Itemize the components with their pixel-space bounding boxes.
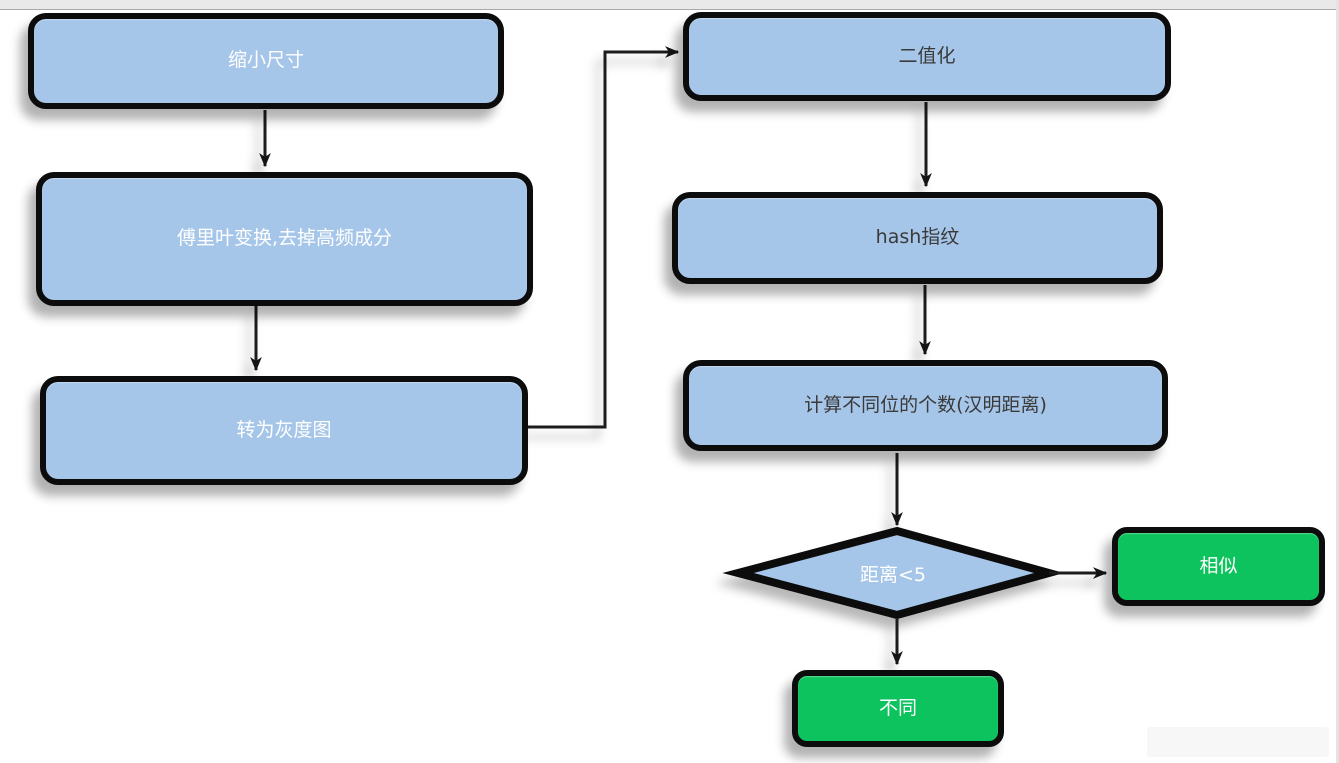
node-different: 不同 <box>792 670 1004 747</box>
node-shrink-size-label: 缩小尺寸 <box>227 49 304 72</box>
node-hamming-distance: 计算不同位的个数(汉明距离) <box>683 360 1168 451</box>
right-edge-line <box>1336 0 1339 763</box>
node-similar-label: 相似 <box>1199 554 1238 577</box>
node-similar: 相似 <box>1112 527 1325 606</box>
node-hamming-distance-label: 计算不同位的个数(汉明距离) <box>804 393 1047 416</box>
node-fourier-transform: 傅里叶变换,去掉高频成分 <box>36 172 533 306</box>
node-to-grayscale: 转为灰度图 <box>40 376 528 485</box>
node-to-grayscale-label: 转为灰度图 <box>236 418 332 441</box>
node-different-label: 不同 <box>878 696 917 719</box>
decision-diamond-label: 距离<5 <box>859 563 926 586</box>
decision-diamond-shape <box>722 526 1065 620</box>
node-hash-fingerprint: hash指纹 <box>672 192 1163 284</box>
node-fourier-transform-label: 傅里叶变换,去掉高频成分 <box>176 227 393 250</box>
node-hash-fingerprint-label: hash指纹 <box>875 226 960 249</box>
footer-watermark-area <box>1147 727 1329 757</box>
node-shrink-size: 缩小尺寸 <box>28 13 504 109</box>
edge-grayscale-to-binarize <box>527 46 680 429</box>
top-scrollbar-track <box>0 0 1339 10</box>
node-binarize: 二值化 <box>683 12 1171 101</box>
node-binarize-label: 二值化 <box>898 44 956 67</box>
